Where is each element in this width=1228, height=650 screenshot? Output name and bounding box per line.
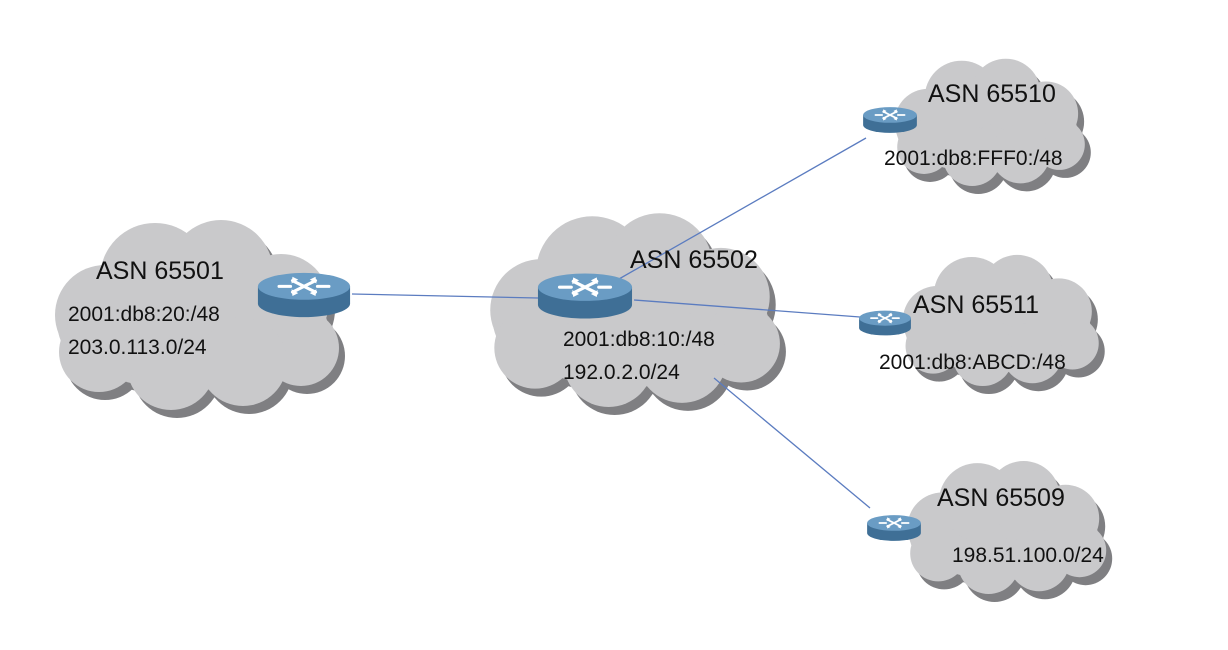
link-65502-65509 xyxy=(713,377,871,509)
router-icon-as65509 xyxy=(866,513,922,543)
prefix-label-65501-v4: 203.0.113.0/24 xyxy=(68,336,207,359)
prefix-label-65502-v4: 192.0.2.0/24 xyxy=(563,361,680,384)
prefix-label-65511-v6: 2001:db8:ABCD:/48 xyxy=(879,351,1066,374)
router-icon-as65502 xyxy=(536,271,634,321)
asn-label-65502: ASN 65502 xyxy=(630,246,758,274)
cloud-as65509 xyxy=(907,461,1113,602)
link-65501-65502 xyxy=(351,293,539,299)
link-65502-65511 xyxy=(633,299,861,318)
asn-label-65510: ASN 65510 xyxy=(928,80,1056,108)
prefix-label-65509-v4: 198.51.100.0/24 xyxy=(952,544,1104,567)
prefix-label-65502-v6: 2001:db8:10:/48 xyxy=(563,328,715,351)
cloud-as65510 xyxy=(894,58,1091,194)
asn-label-65509: ASN 65509 xyxy=(937,484,1065,512)
prefix-label-65501-v6: 2001:db8:20:/48 xyxy=(68,303,220,326)
link-65502-65510 xyxy=(611,137,867,284)
router-icon-as65511 xyxy=(858,309,912,337)
prefix-label-65510-v6: 2001:db8:FFF0:/48 xyxy=(884,147,1063,170)
asn-label-65501: ASN 65501 xyxy=(96,257,224,285)
asn-label-65511: ASN 65511 xyxy=(913,291,1040,319)
router-icon-as65510 xyxy=(862,105,918,135)
router-icon-as65501 xyxy=(256,271,352,319)
